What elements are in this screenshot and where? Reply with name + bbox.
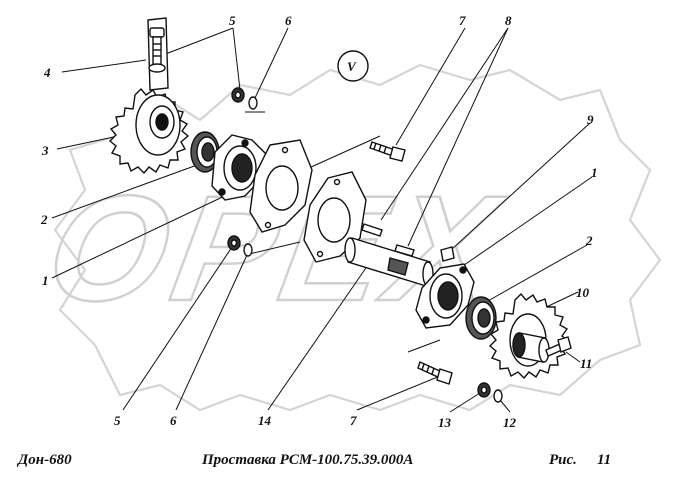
callout-labels: V 4 5 6 3 2 1 7 8 9 1 2 10 11 5 6 14 7 1… xyxy=(40,13,598,430)
parts xyxy=(108,17,572,403)
bolt-part-4 xyxy=(148,27,166,73)
callout-5-bottom: 5 xyxy=(114,413,121,428)
washer-part-6-bottom xyxy=(243,243,253,257)
bearing-part-2-right xyxy=(465,296,497,340)
bolt-part-7-bottom xyxy=(417,361,453,385)
washer-part-12 xyxy=(493,389,503,403)
callout-2-right: 2 xyxy=(585,233,593,248)
callout-6-top: 6 xyxy=(285,13,292,28)
callout-11: 11 xyxy=(580,356,592,371)
callout-5-top: 5 xyxy=(229,13,236,28)
footer-model: Дон-680 xyxy=(18,452,72,468)
leader-lines xyxy=(51,27,593,413)
bolt-part-11 xyxy=(545,336,572,357)
callout-6-bottom: 6 xyxy=(170,413,177,428)
footer-fig-label: Рис. xyxy=(549,452,577,468)
nut-part-13 xyxy=(477,382,491,398)
flange-housing-part-1-right xyxy=(415,263,475,329)
nut-part-5-bottom xyxy=(227,235,241,251)
callout-8: 8 xyxy=(505,13,512,28)
view-marker-v xyxy=(337,50,369,82)
callout-1-right: 1 xyxy=(591,165,598,180)
sprocket-part-3 xyxy=(108,87,190,175)
watermark-gear xyxy=(53,63,662,412)
callout-4: 4 xyxy=(43,65,51,80)
callout-7-bottom: 7 xyxy=(350,413,357,428)
callout-2-left: 2 xyxy=(40,212,48,227)
callout-9: 9 xyxy=(587,112,594,127)
washer-part-6-top xyxy=(248,96,258,110)
gasket-plate-right xyxy=(303,171,367,263)
bolt-part-7-top xyxy=(369,141,406,162)
callout-1-left: 1 xyxy=(42,273,49,288)
gasket-plate-left xyxy=(249,139,313,233)
callout-3: 3 xyxy=(41,143,49,158)
callout-10: 10 xyxy=(576,285,590,300)
key-part-8-a xyxy=(361,223,383,237)
view-marker-label: V xyxy=(347,59,357,74)
footer-fig-number: 11 xyxy=(597,452,612,468)
callout-12: 12 xyxy=(503,415,517,430)
nut-part-5-top xyxy=(231,87,245,103)
callout-14: 14 xyxy=(258,413,272,428)
sprocket-part-10 xyxy=(488,292,570,380)
callout-7-top: 7 xyxy=(459,13,466,28)
washer-part-9 xyxy=(440,246,455,262)
callout-13: 13 xyxy=(438,415,452,430)
footer-title: Проставка РСМ-100.75.39.000А xyxy=(202,452,414,468)
